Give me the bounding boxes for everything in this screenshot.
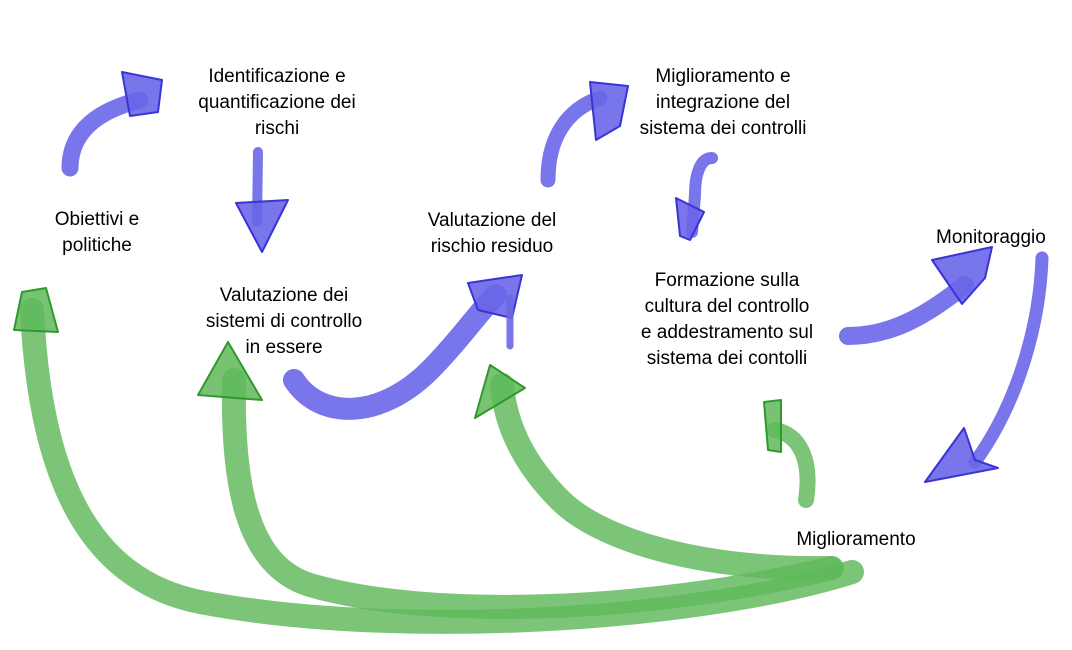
flow-arrows (61, 71, 1049, 483)
node-line: Formazione sulla (654, 270, 800, 291)
node-line: rischio residuo (430, 236, 554, 257)
node-line: Monitoraggio (936, 227, 1046, 248)
node-line: Miglioramento e (655, 66, 791, 87)
node-line: Valutazione del (427, 210, 557, 231)
arrow-rischio-residuo-to-miglioramento-integrazione (540, 81, 629, 188)
arrow-miglioramento-integrazione-to-formazione (675, 152, 718, 241)
node-line: integrazione del (655, 92, 791, 113)
node-line: in essere (245, 337, 323, 358)
node-valutazione-sistemi: Valutazione dei sistemi di controllo in … (174, 283, 394, 361)
node-line: sistema dei controlli (639, 118, 807, 139)
node-line: sistema dei contolli (646, 348, 808, 369)
node-line: Miglioramento (796, 529, 916, 550)
node-identificazione-rischi: Identificazione e quantificazione dei ri… (170, 64, 384, 142)
node-line: sistemi di controllo (205, 311, 363, 332)
arrow-valutazione-sistemi-to-rischio-residuo (283, 274, 523, 420)
arrow-identificazione-to-valutazione-sistemi (235, 147, 289, 253)
node-line: rischi (254, 118, 300, 139)
feedback-to-valutazione-sistemi (197, 341, 844, 619)
feedback-arrows (13, 287, 864, 634)
arrow-obiettivi-to-identificazione (61, 71, 163, 177)
node-miglioramento: Miglioramento (778, 527, 934, 553)
node-monitoraggio: Monitoraggio (936, 225, 1072, 251)
arrow-monitoraggio-to-miglioramento (924, 251, 1049, 483)
node-line: e addestramento sul (640, 322, 814, 343)
node-valutazione-rischio-residuo: Valutazione del rischio residuo (400, 208, 584, 260)
node-line: quantificazione dei (198, 92, 356, 113)
node-line: politiche (62, 235, 132, 256)
node-line: Identificazione e (208, 66, 346, 87)
node-line: Valutazione dei (219, 285, 349, 306)
feedback-to-formazione (763, 399, 816, 508)
node-line: cultura del controllo (644, 296, 810, 317)
node-formazione: Formazione sulla cultura del controllo e… (614, 268, 840, 372)
node-line: Obiettivi e (54, 209, 140, 230)
feedback-to-rischio-residuo (474, 364, 842, 581)
arrow-formazione-to-monitoraggio (839, 246, 993, 345)
node-miglioramento-integrazione: Miglioramento e integrazione del sistema… (610, 64, 836, 142)
node-obiettivi-politiche: Obiettivi e politiche (22, 207, 172, 259)
